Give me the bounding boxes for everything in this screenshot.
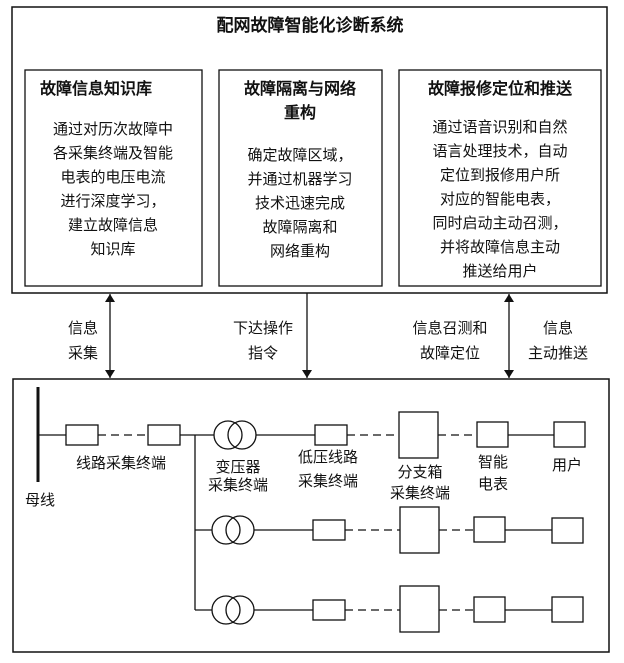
user-box — [551, 596, 584, 623]
smart-meter-box — [473, 516, 506, 543]
panel-text-line: 推送给用户 — [462, 262, 537, 280]
panel-text-line: 建立故障信息 — [68, 216, 158, 234]
transformer-icon — [211, 595, 241, 625]
panel-text-line: 语言处理技术，自动 — [432, 142, 567, 160]
panel-text-line: 同时启动主动召测， — [432, 214, 567, 232]
line-terminal-box — [65, 424, 99, 446]
link-label: 信息召测和 — [412, 319, 487, 337]
branch-box-terminal — [399, 585, 440, 633]
system-box — [11, 6, 608, 294]
panel-text-line: 电表的电压电流 — [60, 168, 165, 186]
lv-line-terminal-box — [314, 424, 348, 446]
branch-box-label: 分支箱 — [397, 463, 442, 481]
panel-text-line: 通过对历次故障中 — [53, 120, 173, 138]
panel-text-line: 确定故障区域， — [247, 146, 352, 164]
transformer-icon — [213, 420, 243, 450]
panel-text-line: 知识库 — [90, 240, 135, 258]
panel-text-line: 定位到报修用户所 — [440, 166, 560, 184]
branch-box-terminal — [399, 506, 440, 554]
link-label: 下达操作 — [233, 319, 293, 337]
network-box — [12, 378, 610, 653]
transformer-terminal-label: 变压器 — [215, 458, 260, 476]
panel-text-line: 故障隔离和 — [262, 218, 337, 236]
branch-box-terminal — [398, 411, 439, 459]
panel-text-line: 并将故障信息主动 — [440, 238, 560, 256]
smart-meter-box — [473, 596, 506, 623]
link-label: 采集 — [68, 344, 98, 362]
panel-title: 故障隔离与网络 — [244, 79, 356, 98]
panel-repair-location-push: 故障报修定位和推送 通过语音识别和自然 语言处理技术，自动 定位到报修用户所 对… — [398, 69, 602, 287]
line-terminal-label: 线路采集终端 — [76, 454, 166, 472]
panel-text-line: 并通过机器学习 — [247, 170, 352, 188]
branch-2 — [195, 506, 584, 554]
panel-text-line: 通过语音识别和自然 — [432, 118, 567, 136]
smart-meter-box — [476, 421, 509, 448]
feeder-line — [38, 424, 214, 610]
link-label: 信息 — [543, 319, 573, 337]
user-label: 用户 — [552, 456, 582, 474]
link-label: 指令 — [248, 344, 278, 362]
link-label: 信息 — [68, 319, 98, 337]
smart-meter-label: 智能 — [478, 453, 508, 471]
panel-text-line: 进行深度学习， — [60, 192, 165, 210]
lv-line-terminal-label: 低压线路 — [298, 448, 358, 466]
panel-title: 重构 — [284, 103, 316, 122]
panel-text-line: 对应的智能电表， — [440, 190, 560, 208]
bus-label: 母线 — [25, 491, 55, 509]
system-title: 配网故障智能化诊断系统 — [217, 15, 404, 36]
user-box — [551, 517, 584, 544]
line-terminal-box — [147, 424, 181, 446]
user-box — [553, 421, 586, 448]
lv-line-terminal-box — [312, 599, 346, 621]
link-label: 故障定位 — [420, 344, 480, 362]
link-label: 主动推送 — [528, 344, 588, 362]
transformer-icon — [211, 515, 241, 545]
panel-title: 故障信息知识库 — [40, 79, 152, 98]
panel-isolation-reconfiguration: 故障隔离与网络 重构 确定故障区域， 并通过机器学习 技术迅速完成 故障隔离和 … — [218, 69, 383, 287]
panel-text-line: 技术迅速完成 — [255, 194, 345, 212]
branch-box-label: 采集终端 — [390, 484, 450, 502]
panel-knowledge-base: 故障信息知识库 通过对历次故障中 各采集终端及智能 电表的电压电流 进行深度学习… — [24, 69, 203, 287]
panel-title: 故障报修定位和推送 — [428, 79, 573, 98]
branch-1 — [213, 411, 586, 459]
transformer-terminal-label: 采集终端 — [208, 476, 268, 494]
branch-3 — [195, 585, 584, 633]
smart-meter-label: 电表 — [478, 475, 508, 493]
panel-text-line: 网络重构 — [270, 242, 330, 260]
lv-line-terminal-label: 采集终端 — [298, 472, 358, 490]
panel-text-line: 各采集终端及智能 — [53, 144, 173, 162]
lv-line-terminal-box — [312, 519, 346, 541]
